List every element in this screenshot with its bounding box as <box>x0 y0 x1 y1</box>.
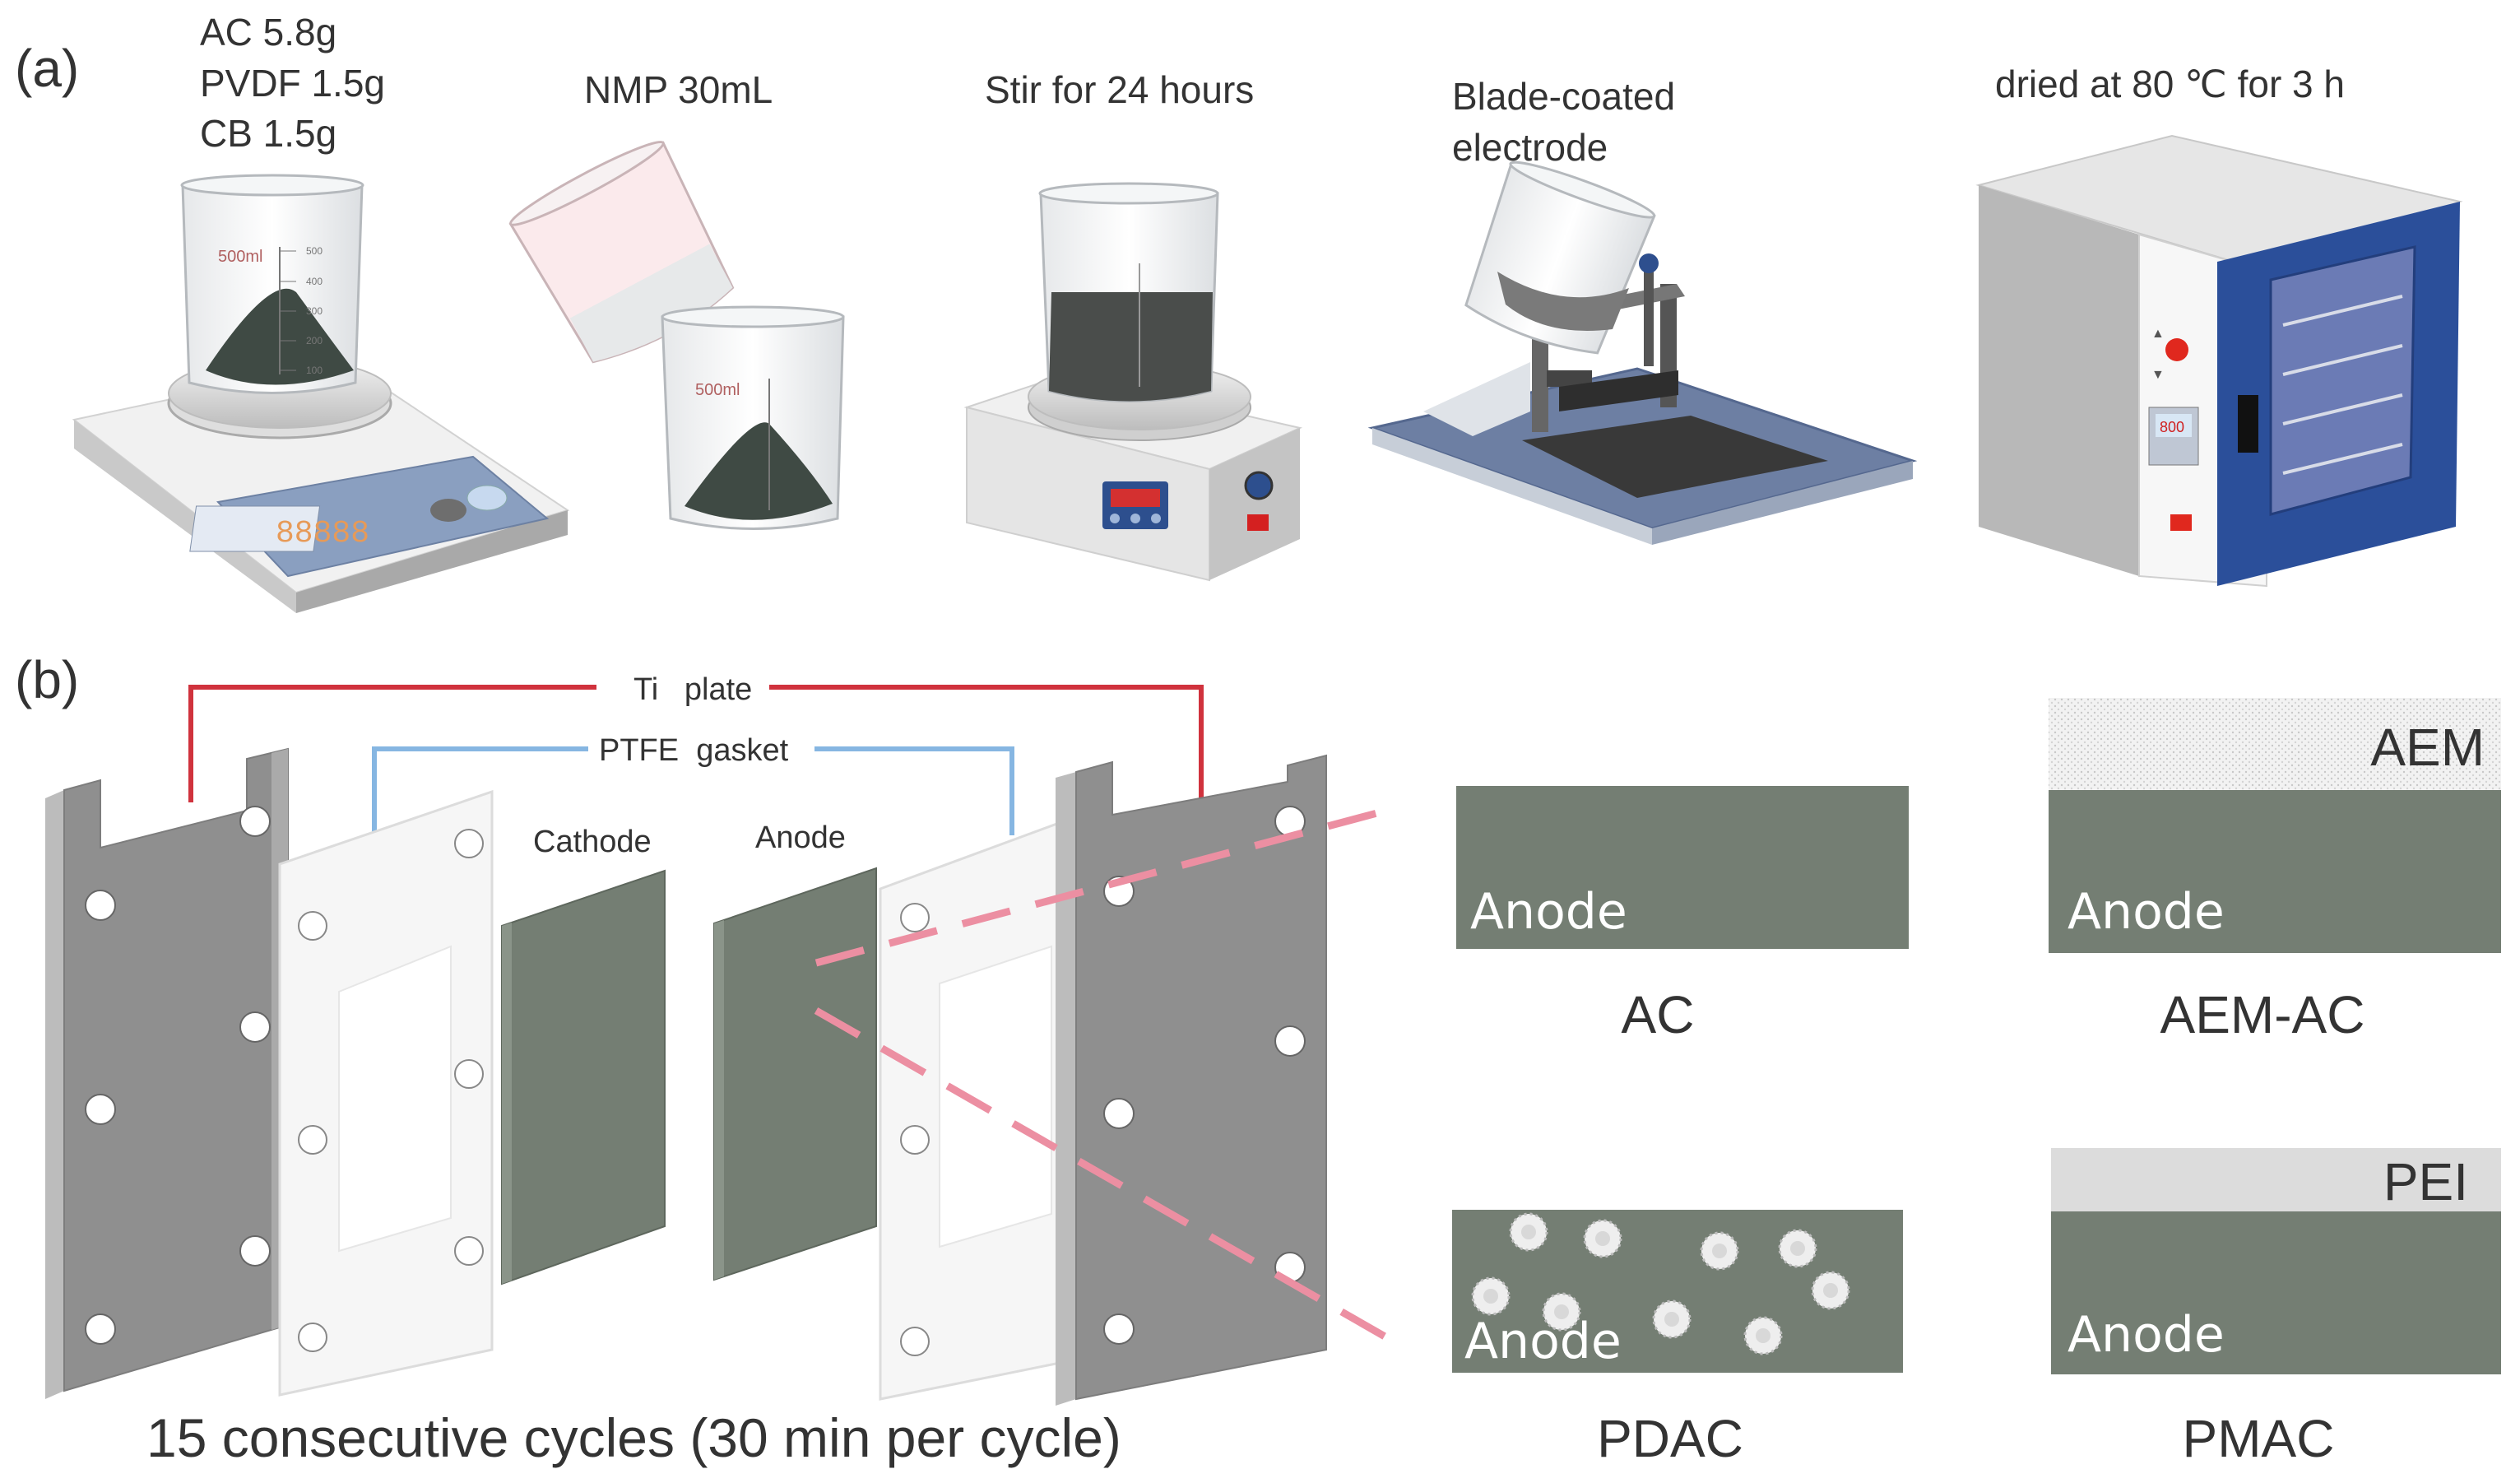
pmac-anode-text: Anode <box>2068 1306 2225 1364</box>
pouring-beaker-icon: 500ml <box>508 140 845 530</box>
oven-arrow-down-icon: ▼ <box>2151 368 2165 382</box>
left-ptfe-gasket <box>278 789 494 1397</box>
ptfe-gasket-label: PTFE gasket <box>599 733 789 768</box>
left-ti-plate <box>45 747 289 1399</box>
aem-anode-text: Anode <box>2068 883 2225 941</box>
variant-pdac: Anode PDAC <box>1452 1210 1903 1468</box>
cathode-electrode <box>501 869 666 1285</box>
beaker2-volume-label: 500ml <box>695 381 740 399</box>
step-blade-label-2: electrode <box>1452 126 1608 169</box>
step-nmp-label: NMP 30mL <box>584 68 773 111</box>
beaker-tick-200: 200 <box>306 335 323 346</box>
step-blade-label-1: Blade-coated <box>1452 75 1675 118</box>
cycles-caption: 15 consecutive cycles (30 min per cycle) <box>146 1407 1121 1468</box>
stirrer-icon <box>963 182 1303 582</box>
panel-b-label: (b) <box>15 650 79 709</box>
beaker-tick-100: 100 <box>306 365 323 376</box>
variant-ac: Anode AC <box>1456 786 1909 1044</box>
beaker-tick-500: 500 <box>306 245 323 257</box>
aem-ac-name: AEM-AC <box>2160 985 2365 1044</box>
pmac-name: PMAC <box>2183 1409 2335 1468</box>
ingredient-ac: AC 5.8g <box>200 11 336 53</box>
step-dry-label: dried at 80 ℃ for 3 h <box>1995 63 2345 105</box>
variant-pmac: PEI Anode PMAC <box>2051 1148 2501 1468</box>
ac-anode-layer <box>1456 786 1909 949</box>
zoom-dash-lines <box>814 807 1389 1341</box>
aem-coating-text: AEM <box>2370 718 2485 777</box>
blade-coater-icon <box>1367 160 1918 545</box>
pei-coating-text: PEI <box>2383 1152 2468 1211</box>
anode-label: Anode <box>755 821 846 855</box>
ti-plate-label: Ti plate <box>633 672 752 707</box>
beaker-tick-300: 300 <box>306 305 323 317</box>
beaker-tick-400: 400 <box>306 276 323 287</box>
ac-anode-text: Anode <box>1470 883 1627 941</box>
aem-anode-layer <box>2049 790 2501 953</box>
ingredient-cb: CB 1.5g <box>200 112 336 155</box>
oven-icon: 800 ▲ ▼ <box>1975 134 2463 588</box>
beaker-volume-label: 500ml <box>218 248 262 266</box>
pmac-anode-layer <box>2051 1211 2501 1374</box>
pei-coating-layer <box>2051 1148 2501 1211</box>
oven-display: 800 <box>2160 419 2184 435</box>
step-stir-label: Stir for 24 hours <box>985 68 1254 111</box>
right-ti-plate <box>1056 754 1327 1406</box>
ac-name: AC <box>1622 985 1695 1044</box>
oven-arrow-up-icon: ▲ <box>2151 327 2165 341</box>
ingredient-pvdf: PVDF 1.5g <box>200 62 385 105</box>
variant-aem-ac: AEM Anode AEM-AC <box>2049 698 2501 1044</box>
panel-a-label: (a) <box>15 39 79 98</box>
cathode-label: Cathode <box>533 825 652 859</box>
pdac-anode-text: Anode <box>1464 1313 1622 1370</box>
balance-icon: 88888 500ml 500 400 300 200 100 <box>72 174 570 613</box>
pdac-name: PDAC <box>1597 1409 1743 1468</box>
aem-coating-layer <box>2049 698 2501 790</box>
scale-display: 88888 <box>276 516 369 551</box>
anode-electrode <box>713 867 877 1281</box>
